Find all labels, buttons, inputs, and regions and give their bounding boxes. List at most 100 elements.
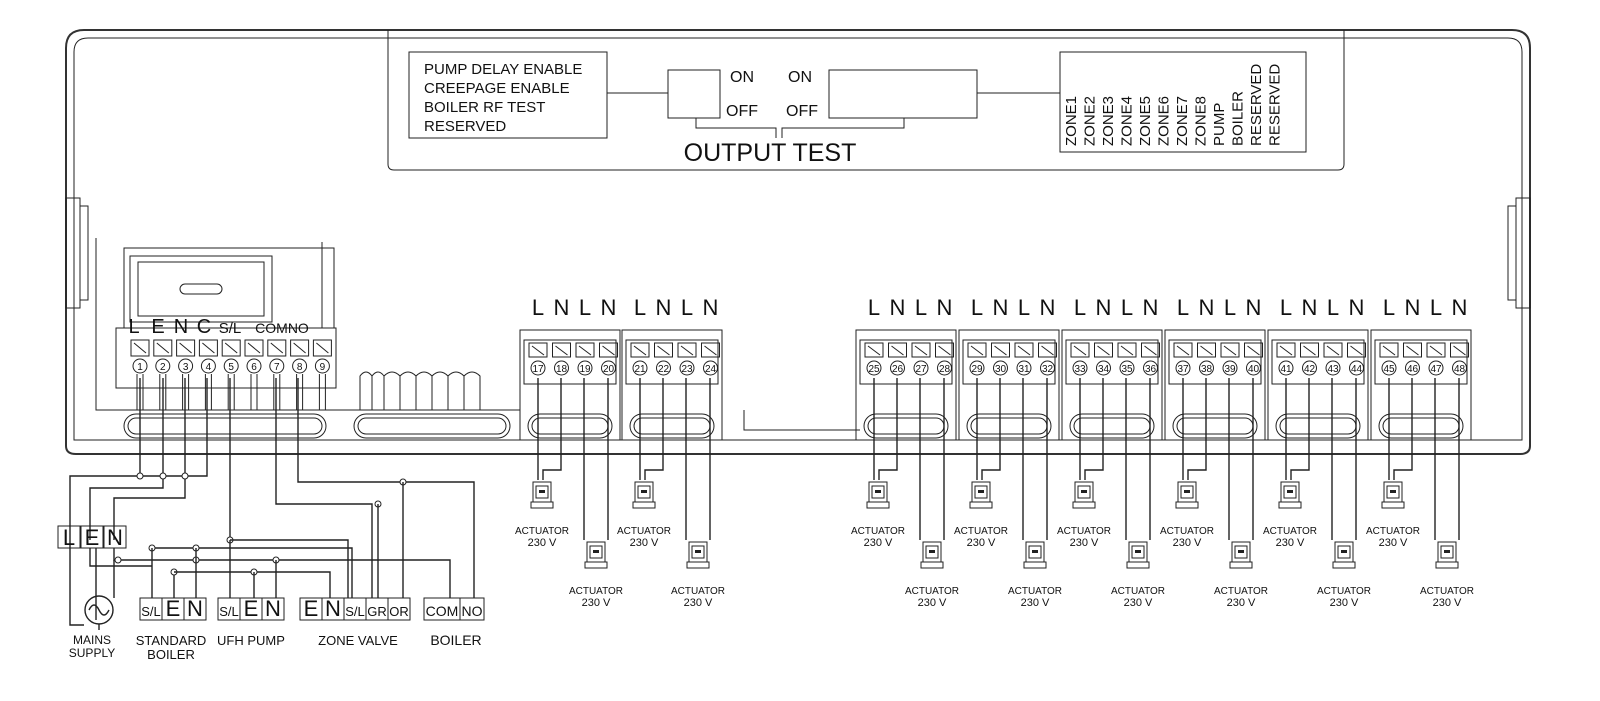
terminal-screw[interactable] (1173, 342, 1193, 358)
power-header-label: N (174, 316, 188, 338)
terminal-screw[interactable] (153, 339, 173, 357)
dip-zone-label: ZONE1 (1063, 96, 1080, 146)
terminal-screw[interactable] (967, 342, 987, 358)
zone-header-label: N (656, 295, 672, 320)
terminal-screw[interactable] (1094, 342, 1113, 358)
terminal-screw[interactable] (1450, 342, 1469, 358)
terminal-screw[interactable] (1244, 342, 1263, 358)
zone-header-label: N (1405, 295, 1421, 320)
terminal-screw[interactable] (1197, 342, 1216, 358)
terminal-screw[interactable] (1220, 342, 1240, 358)
terminal-screw[interactable] (176, 339, 196, 357)
terminal-screw[interactable] (198, 339, 218, 357)
terminal-screw[interactable] (1347, 342, 1366, 358)
terminal-screw[interactable] (1379, 342, 1399, 358)
terminal-screw[interactable] (575, 342, 595, 358)
terminal-screw[interactable] (1403, 342, 1422, 358)
zone-header-label: L (1074, 295, 1086, 320)
terminal-screw[interactable] (1117, 342, 1137, 358)
terminal-number: 5 (228, 362, 234, 373)
terminal-screw[interactable] (290, 339, 310, 357)
terminal-number-circle (993, 360, 1008, 376)
terminal-number: 39 (1224, 364, 1236, 375)
terminal-screw[interactable] (244, 339, 264, 357)
terminal-screw[interactable] (677, 342, 697, 358)
zone-header-label: L (1383, 295, 1395, 320)
terminal-number: 17 (532, 364, 544, 375)
terminal-number-circle (246, 358, 262, 374)
terminal-screw[interactable] (552, 342, 571, 358)
terminal-screw[interactable] (1141, 342, 1160, 358)
load-terminal (183, 597, 207, 621)
actuator-label: ACTUATOR (1366, 526, 1420, 537)
terminal-screw[interactable] (991, 342, 1010, 358)
terminal-screw[interactable] (1038, 342, 1057, 358)
cable-clamp-comb (353, 371, 511, 439)
terminal-number: 35 (1121, 364, 1133, 375)
terminal-screw[interactable] (267, 339, 287, 357)
dip-zone-label: RESERVED (1248, 64, 1265, 146)
actuator-label: ACTUATOR (1008, 586, 1062, 597)
terminal-screw[interactable] (528, 342, 548, 358)
actuator-label: ACTUATOR (1057, 526, 1111, 537)
zone-header-label: N (1143, 295, 1159, 320)
terminal-number: 40 (1248, 364, 1260, 375)
actuator-voltage: 230 V (528, 537, 557, 549)
terminal-screw[interactable] (654, 342, 673, 358)
terminal-number: 6 (251, 362, 257, 373)
zone-header-label: L (1430, 295, 1442, 320)
enclosure (65, 29, 1531, 455)
terminal-screw[interactable] (630, 342, 650, 358)
terminal-number-circle (913, 360, 929, 376)
terminal-number-circle (1072, 360, 1088, 376)
terminal-screw[interactable] (935, 342, 954, 358)
dip-switch-right[interactable] (828, 69, 978, 119)
terminal-number-circle (1199, 360, 1214, 376)
terminal-number-circle (1428, 360, 1444, 376)
mains-terminal (80, 525, 104, 549)
zone-header-label: L (915, 295, 927, 320)
power-header-label: C (197, 316, 211, 338)
terminal-screw[interactable] (312, 339, 332, 357)
terminal-number: 46 (1407, 364, 1419, 375)
load-terminal-label: E (166, 596, 181, 621)
terminal-screw[interactable] (599, 342, 618, 358)
actuator-label: ACTUATOR (1111, 586, 1165, 597)
boiler-label: BOILER (430, 632, 481, 648)
load-terminal-label: N (265, 596, 281, 621)
actuator-label: ACTUATOR (905, 586, 959, 597)
dip-switch-left[interactable] (667, 69, 721, 119)
load-terminal-label: S/L (219, 604, 239, 619)
terminal-screw[interactable] (1323, 342, 1343, 358)
terminal-screw[interactable] (1300, 342, 1319, 358)
terminal-number-circle (1175, 360, 1191, 376)
terminal-number: 25 (868, 364, 880, 375)
terminal-screw[interactable] (1426, 342, 1446, 358)
terminal-screw[interactable] (1014, 342, 1034, 358)
zone-header-label: N (601, 295, 617, 320)
dip-zone-label: PUMP (1211, 103, 1228, 146)
terminal-screw[interactable] (221, 339, 241, 357)
terminal-number-circle (679, 360, 695, 376)
terminal-screw[interactable] (888, 342, 907, 358)
terminal-screw[interactable] (1070, 342, 1090, 358)
dip-left-label-1: PUMP DELAY ENABLE (424, 61, 582, 78)
dip-zone-label: ZONE5 (1137, 96, 1154, 146)
terminal-screw[interactable] (701, 342, 720, 358)
terminal-screw[interactable] (911, 342, 931, 358)
terminal-number-circle (1349, 360, 1364, 376)
terminal-number: 1 (137, 362, 143, 373)
actuator-voltage: 230 V (1379, 537, 1408, 549)
terminal-screw[interactable] (1276, 342, 1296, 358)
terminal-number-circle (1119, 360, 1135, 376)
fuse-holder (129, 255, 273, 323)
terminal-screw[interactable] (130, 339, 150, 357)
terminal-screw[interactable] (864, 342, 884, 358)
